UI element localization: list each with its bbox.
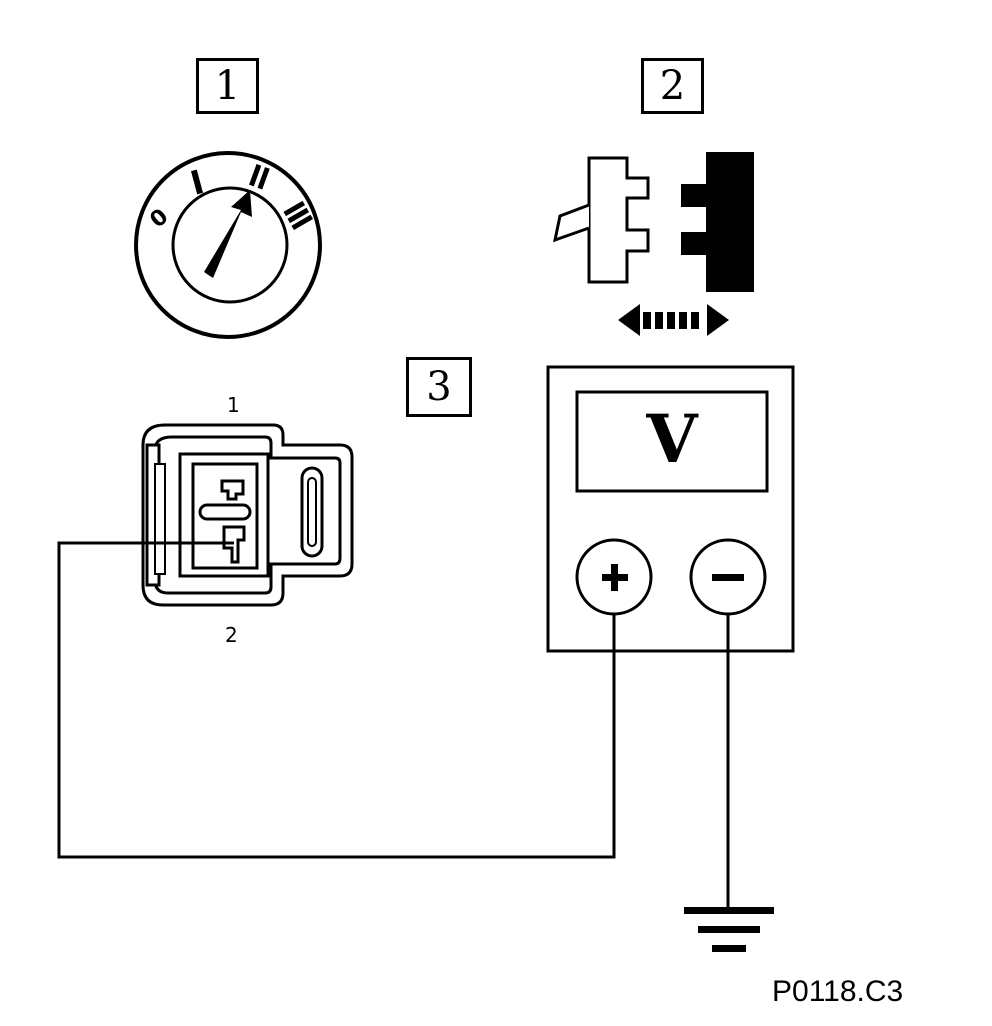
wiring: [57, 541, 730, 910]
step-1-label: 1: [196, 58, 259, 114]
position-3-mark: [283, 200, 314, 231]
pin-2-label: 2: [225, 623, 238, 647]
probe-wire-plus: [57, 541, 616, 859]
connector-disconnect-icon: [552, 152, 754, 336]
pin-1-label: 1: [227, 393, 240, 417]
pin-1-terminal: [220, 479, 245, 501]
position-2-mark: [249, 163, 270, 190]
step-2-label: 2: [641, 58, 704, 114]
ground-icon: [684, 907, 774, 952]
voltmeter-display: [575, 390, 769, 493]
voltmeter-display-text: V: [646, 400, 698, 478]
key-pointer-icon: [204, 190, 252, 278]
double-arrow-icon: [618, 304, 729, 336]
voltmeter: [546, 365, 795, 653]
sensor-connector: [141, 423, 354, 607]
reference-code: P0118.C3: [772, 975, 904, 1008]
step-3-label: 3: [406, 357, 472, 417]
position-1-mark: [190, 169, 204, 195]
ignition-switch: 0: [134, 151, 322, 339]
